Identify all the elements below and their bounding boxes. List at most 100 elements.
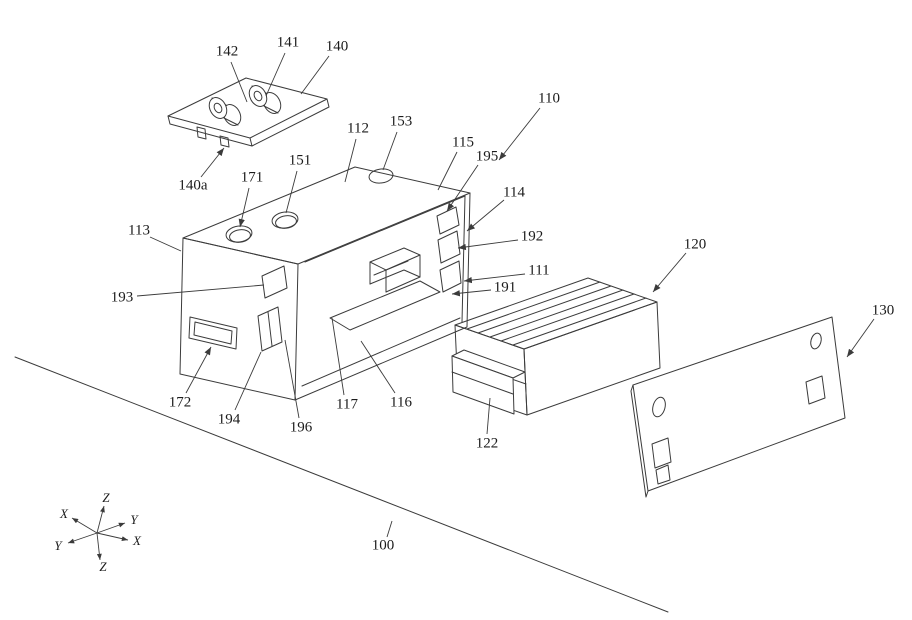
tab-122-front-face [451,355,515,415]
roller-142-front-face [208,97,228,119]
leader-line-192 [457,239,519,251]
ref-label-115: 115 [452,134,474,150]
leader-line-117 [331,317,345,396]
front-opening-172-outer [188,316,238,350]
ref-label-100: 100 [372,537,395,553]
tab-122-step-line [451,371,514,395]
right-wall-window-191 [439,260,462,293]
top-hole-171-inner [229,229,251,243]
plate-130-cutout-1 [652,396,666,418]
axis-label-z-5: Z [99,559,107,574]
leader-line-100 [386,520,393,538]
axis-label-y-2: Y [130,512,139,527]
leader-line-191 [451,289,492,297]
ref-label-172: 172 [169,394,192,410]
ref-label-112: 112 [347,120,369,136]
axis-arrow-z-0 [96,505,105,534]
interior-block-116 [369,247,421,293]
plate-130-cutout-3 [655,464,671,485]
axis-arrow-z-5 [96,532,102,561]
leader-line-112 [344,138,357,183]
leader-line-194 [234,351,262,411]
ref-label-116: 116 [390,394,412,410]
plate-130-cutout-5 [805,375,826,405]
module-120-rib-5 [512,297,647,346]
axis-label-y-3: Y [54,538,63,553]
interior-block-bottom [369,269,421,293]
interior-block-detail [373,260,409,276]
ref-label-142: 142 [216,43,239,59]
plate-130-thickness [630,384,649,498]
interior-floor-edge [301,317,461,387]
leader-line-172 [185,346,212,394]
leader-line-142 [230,61,248,103]
leader-line-171 [238,187,250,228]
plate-foot-left [196,126,207,140]
ref-label-120: 120 [684,236,707,252]
right-wall-tab-195 [436,206,460,235]
leader-line-140 [300,55,330,95]
top-hole-151 [271,211,299,229]
module-120-rib-3 [489,289,624,338]
roller-142-bottom-edge [223,117,239,126]
ref-label-140: 140 [326,38,349,54]
interior-shelf-117 [329,280,441,331]
axis-arrow-y-2 [96,522,126,534]
right-wall-window-192 [437,230,461,264]
top-plate-assembly-140 [167,77,330,148]
cover-plate-130 [630,316,846,498]
main-housing-110 [179,166,471,401]
ref-label-151: 151 [289,152,312,168]
ref-label-192: 192 [521,228,544,244]
top-hole-151-inner [275,215,297,229]
interior-bracket-193 [261,265,288,299]
top-hole-171 [225,225,253,243]
plate-right-thickness [251,98,330,147]
leader-line-141 [265,52,286,97]
plate-130-cutout-4 [810,332,822,350]
leader-line-114 [466,199,505,232]
ref-label-113: 113 [128,222,150,238]
module-120-rib-2 [477,285,612,334]
roller-141-bottom-edge [263,105,279,114]
roller-141-bore [253,90,263,102]
roller-141 [248,85,282,114]
leader-line-120 [652,252,687,293]
interior-bracket-194 [257,306,283,352]
ref-label-193: 193 [111,289,134,305]
roller-141-front-face [248,85,268,107]
leader-line-110 [498,107,541,161]
housing-top-face [182,166,471,265]
baseline-100-line [14,356,669,613]
ref-label-110: 110 [538,90,560,106]
plate-top-face [167,77,328,139]
leader-line-116 [360,340,396,394]
ref-label-196: 196 [290,419,313,435]
axis-arrow-x-4 [96,532,129,542]
ref-label-111: 111 [528,262,549,278]
axis-arrow-y-3 [67,532,98,544]
ref-label-195: 195 [476,148,499,164]
front-opening-172-inner [193,321,233,345]
ref-label-140a: 140a [178,177,208,193]
plate-foot-right [219,135,230,148]
roller-142-bore [213,102,223,114]
ref-label-122: 122 [476,435,499,451]
leader-line-196 [284,339,300,419]
leader-line-153 [382,131,398,171]
housing-right-and-bottom-edges [294,192,471,401]
axis-label-z-0: Z [102,490,110,505]
leader-line-130 [846,318,875,358]
ref-label-117: 117 [336,396,358,412]
leader-line-122 [486,397,491,435]
leader-line-195 [446,164,479,212]
ref-label-114: 114 [503,184,525,200]
housing-top-inner-edge [304,195,466,263]
ref-label-130: 130 [872,302,895,318]
ref-label-191: 191 [494,279,517,295]
module-120 [454,277,661,416]
leader-line-151 [285,170,298,214]
